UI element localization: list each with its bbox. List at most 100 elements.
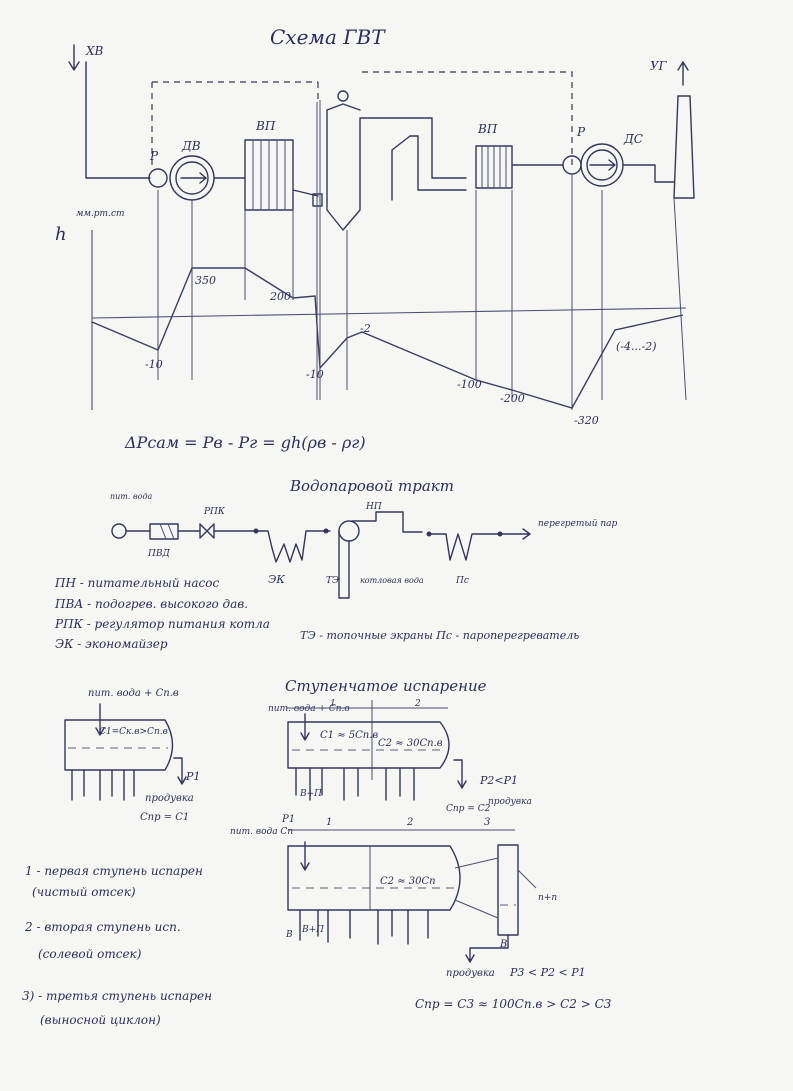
furnace-body <box>326 109 467 231</box>
single-blowdown-label: продувка <box>145 793 194 804</box>
boiler-water-label: котловая вода <box>360 576 424 585</box>
economizer-coil <box>213 530 331 563</box>
ek-label: ЭК <box>268 573 285 586</box>
rpk-label: РПК <box>203 507 226 517</box>
zero-line <box>91 307 687 319</box>
three-sec3-label: 3 <box>484 817 490 828</box>
note-stage2-desc: (солевой отсек) <box>38 947 142 961</box>
single-drum <box>64 719 174 771</box>
single-p-label: P1 <box>185 770 200 783</box>
point-minus10-a: -10 <box>145 358 163 371</box>
air-heater-left-label: ВП <box>255 119 276 133</box>
note-stage2: 2 - вторая ступень исп. <box>24 920 181 934</box>
flue-gas-arrow-icon <box>677 61 689 86</box>
point-minus10-b: -10 <box>306 368 324 381</box>
ps-label: Пс <box>455 576 469 586</box>
pressure-profile <box>91 267 684 409</box>
point-200: 200 <box>269 290 291 303</box>
note-stage1-desc: (чистый отсек) <box>32 885 136 899</box>
two-tubes <box>295 767 415 801</box>
gvt-title: Схема ГВТ <box>270 25 386 49</box>
two-bp-label: В+П <box>299 789 322 799</box>
note-stage1: 1 - первая ступень испарен <box>25 864 203 878</box>
two-feed-label: пит. вода + Cп.в <box>268 704 350 714</box>
drum-circle-icon <box>338 520 360 542</box>
h-axis-label: h <box>55 224 67 245</box>
exhauster-label: ДС <box>623 132 643 146</box>
point-minus200: -200 <box>500 392 525 405</box>
three-p-label: P3 < P2 < P1 <box>509 966 586 979</box>
duct-heater-burner <box>292 189 319 197</box>
flue-gas-label: УГ <box>650 59 668 73</box>
single-conc-label: C1=Cк.в>Cп.в <box>99 727 168 737</box>
three-c2-label: C2 ≈ 30Cп <box>380 876 436 887</box>
three-pp-label: п+п <box>538 893 557 903</box>
staged-title: Ступенчатое испарение <box>285 677 487 695</box>
three-bp-left-label: В+П <box>301 925 324 935</box>
point-minus2: -2 <box>360 322 371 335</box>
cold-air-arrow-icon <box>68 44 80 71</box>
gas-turn <box>391 135 467 201</box>
waterwall-tubes <box>338 530 350 599</box>
regulator-left-icon <box>148 168 168 188</box>
superheater-coil <box>428 533 501 561</box>
np-label: НП <box>365 502 382 512</box>
cold-air-label: ХВ <box>85 44 104 58</box>
feed-valve-icon <box>199 523 215 539</box>
regulator-right-label: Р <box>576 125 586 139</box>
note-stage3-desc: (выносной циклон) <box>40 1013 161 1027</box>
superheated-steam-label: перегретый пар <box>538 519 618 529</box>
legend-pn: ПН - питательный насос <box>54 576 219 590</box>
three-tubes <box>299 909 429 945</box>
three-b-left-label: В <box>285 930 293 940</box>
two-sec2-label: 2 <box>414 699 421 709</box>
fan-inner-icon <box>175 161 209 195</box>
two-p1-label: P1 <box>281 814 295 825</box>
point-minus100: -100 <box>457 378 482 391</box>
point-minus320: -320 <box>574 414 599 427</box>
point-range: (-4...-2) <box>616 340 657 353</box>
air-duct-inlet <box>85 61 151 179</box>
exhauster-inner-icon <box>586 149 618 181</box>
water-steam-title: Водопаровой тракт <box>289 477 454 495</box>
pvd-label: ПВД <box>147 549 170 559</box>
regulator-left-label: Р <box>149 149 159 163</box>
exhauster-arrow-icon <box>589 159 616 171</box>
steam-line <box>351 511 423 533</box>
air-heater-right-label: ВП <box>477 122 498 136</box>
three-formula: Cпр = C3 ≈ 100Cп.в > C2 > C3 <box>415 997 612 1011</box>
dashed-line-right <box>362 71 573 168</box>
three-sec1-label: 1 <box>326 817 332 828</box>
legend-right: ТЭ - топочные экраны Пс - пароперегреват… <box>300 629 579 642</box>
fan-label: ДВ <box>181 139 201 153</box>
two-drum <box>287 721 450 769</box>
feed-water-label: пит. вода <box>110 492 153 501</box>
two-c2-label: C2 ≈ 30Cп.в <box>378 738 443 749</box>
te-label: ТЭ <box>326 576 339 586</box>
two-blowdown-label: продувка <box>488 797 532 807</box>
chimney <box>673 95 695 199</box>
cyclone <box>497 844 519 936</box>
two-sec1-label: 1 <box>330 699 336 709</box>
dashed-line-left <box>151 81 319 168</box>
steam-out-arrow-icon <box>499 528 531 540</box>
three-drum <box>287 845 461 911</box>
two-p-label: P2<P1 <box>479 774 518 787</box>
three-sec2-label: 2 <box>406 817 413 828</box>
legend-pvd: ПВА - подогрев. высокого дав. <box>54 597 248 611</box>
single-cpr-label: Cпр = C1 <box>140 812 189 823</box>
legend-ek: ЭК - экономайзер <box>55 637 168 651</box>
hp-heater-box <box>149 523 179 540</box>
three-blowdown-label: продувка <box>446 968 495 979</box>
fan-arrow-icon <box>180 172 207 184</box>
feed-pump-icon <box>111 523 127 539</box>
two-cpr-label: Cпр = C2 <box>446 804 491 814</box>
three-b-right-label: В <box>499 939 507 950</box>
legend-rpk: РПК - регулятор питания котла <box>54 617 270 631</box>
two-c1-label: C1 ≈ 5Cп.в <box>320 730 378 741</box>
drum-icon <box>337 90 349 102</box>
single-tubes <box>71 769 135 801</box>
point-350: 350 <box>195 274 216 287</box>
h-unit-label: мм.рт.ст <box>76 209 125 219</box>
